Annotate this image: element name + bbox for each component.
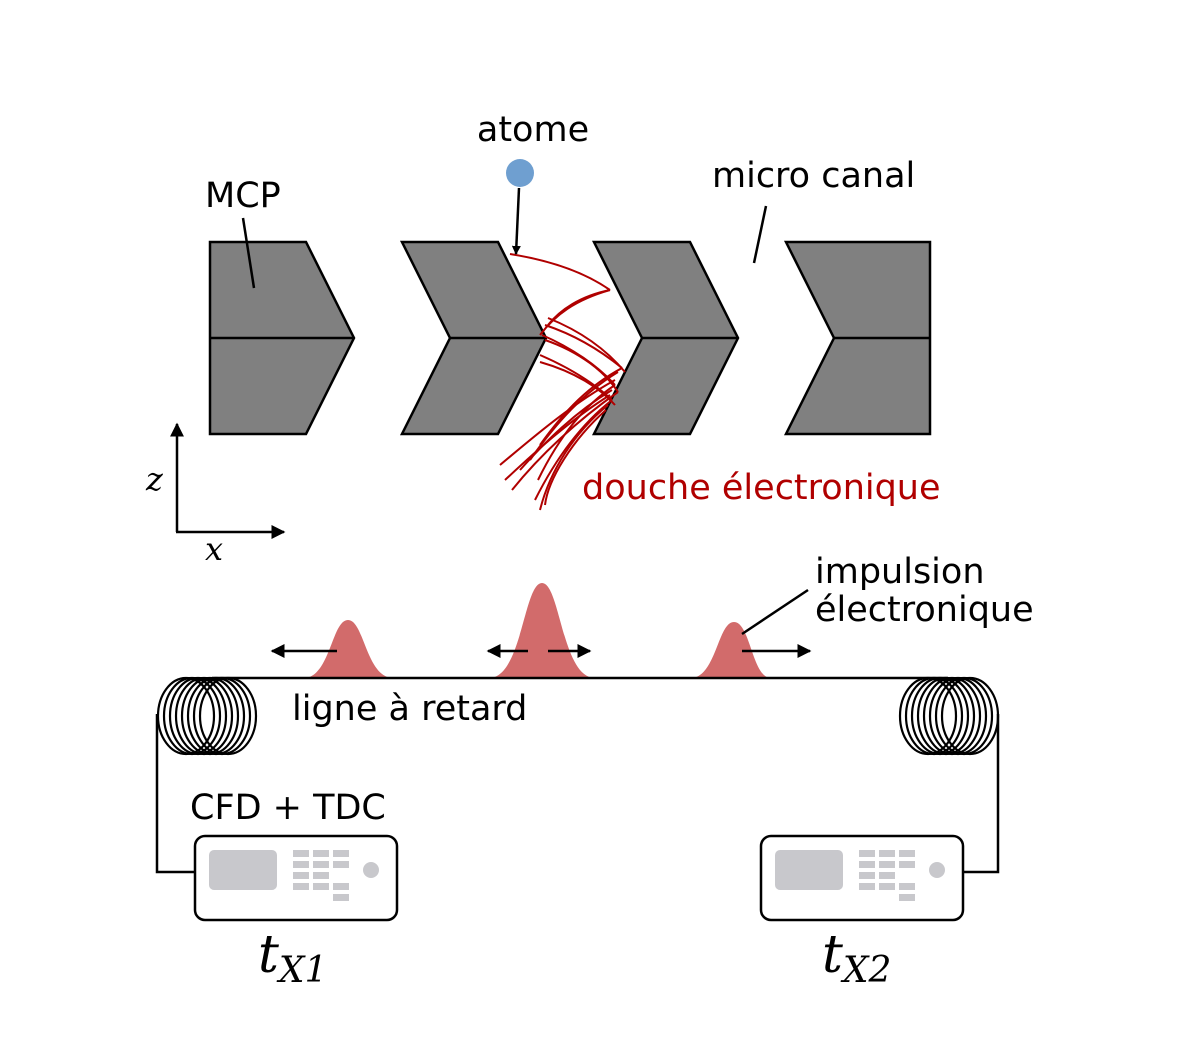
coil-turn <box>910 676 970 756</box>
micro-channel-pointer <box>752 205 768 264</box>
pulse-center <box>490 583 594 678</box>
mcp-plates <box>208 240 932 436</box>
axis-z-label: z <box>145 460 164 498</box>
device-screen <box>775 850 843 890</box>
device-knob <box>929 862 945 878</box>
device-button <box>899 894 915 901</box>
shower-trajectory <box>509 253 611 291</box>
device-button <box>313 861 329 868</box>
device-button <box>879 861 895 868</box>
device-button <box>313 872 329 879</box>
coil-turn <box>898 676 958 756</box>
device-button <box>333 894 349 901</box>
shower-trajectory <box>547 317 626 373</box>
micro-channel-label: micro canal <box>712 156 915 196</box>
device-button <box>333 850 349 857</box>
shower-trajectory <box>504 394 611 481</box>
device-button <box>859 872 875 879</box>
time-label-left-base: t <box>258 925 279 985</box>
shower-trajectory <box>539 361 616 406</box>
shower-trajectory <box>539 404 609 511</box>
coordinate-axes: z x <box>145 422 286 568</box>
coil-icon <box>898 676 1000 756</box>
device-button <box>293 872 309 879</box>
device-button <box>859 850 875 857</box>
electron-shower-label: douche électronique <box>582 468 941 508</box>
tdc-device-icon <box>759 834 965 922</box>
device-button <box>293 861 309 868</box>
device-button <box>899 883 915 890</box>
shower-trajectory <box>534 399 613 501</box>
coil-turn <box>934 676 994 756</box>
device-button <box>293 850 309 857</box>
time-label-left: tX1 <box>258 925 327 991</box>
coil-turn <box>156 676 216 756</box>
pulse-label-line1: impulsion <box>815 552 985 592</box>
shower-trajectory <box>499 379 616 466</box>
device-knob <box>363 862 379 878</box>
device-button <box>333 861 349 868</box>
electron-pulses <box>305 583 770 678</box>
electronics-label: CFD + TDC <box>190 788 386 828</box>
axis-x-label: x <box>205 530 223 568</box>
device-button <box>333 883 349 890</box>
coil-turn <box>180 676 240 756</box>
coil-turn <box>186 676 246 756</box>
shower-trajectory <box>544 409 607 506</box>
coil-turn <box>174 676 234 756</box>
coil-turn <box>940 676 1000 756</box>
device-button <box>899 850 915 857</box>
pulse-left <box>305 620 392 678</box>
electron-shower <box>499 253 626 511</box>
time-label-right-base: t <box>822 925 843 985</box>
shower-trajectory <box>539 289 611 336</box>
wire-right <box>962 714 1000 874</box>
shower-trajectory <box>539 367 623 446</box>
coil-turn <box>928 676 988 756</box>
device-button <box>899 861 915 868</box>
device-button <box>293 883 309 890</box>
pulse-label-line2: électronique <box>815 590 1034 630</box>
coil-turn <box>922 676 982 756</box>
device-button <box>313 850 329 857</box>
device-button <box>879 872 895 879</box>
pulse-label-pointer <box>741 588 809 636</box>
device-button <box>859 861 875 868</box>
shower-trajectory <box>539 354 613 401</box>
mcp-label: MCP <box>205 176 281 216</box>
time-label-right: tX2 <box>822 925 891 991</box>
coil-turn <box>198 676 258 756</box>
coil-turn <box>162 676 222 756</box>
device-screen <box>209 850 277 890</box>
device-button <box>859 883 875 890</box>
pulse-right <box>692 622 770 678</box>
mcp-pointer <box>241 217 256 289</box>
shower-trajectory <box>511 391 619 491</box>
shower-trajectory <box>519 389 613 471</box>
coil-turn <box>168 676 228 756</box>
device-button <box>313 883 329 890</box>
shower-trajectory <box>544 324 623 369</box>
atom-arrow <box>511 187 521 255</box>
wire-left <box>155 714 195 874</box>
delay-line-label: ligne à retard <box>292 689 527 729</box>
time-label-left-sub: X1 <box>276 950 328 991</box>
coil-turn <box>916 676 976 756</box>
tdc-device-icon <box>193 834 399 922</box>
device-button <box>879 883 895 890</box>
coil-turn <box>192 676 252 756</box>
shower-trajectory <box>547 289 611 326</box>
coil-icon <box>156 676 258 756</box>
shower-trajectory <box>537 384 616 481</box>
time-label-right-sub: X2 <box>840 950 892 991</box>
atom-dot <box>506 159 534 187</box>
device-button <box>879 850 895 857</box>
atom-label: atome <box>477 110 589 150</box>
coil-turn <box>904 676 964 756</box>
